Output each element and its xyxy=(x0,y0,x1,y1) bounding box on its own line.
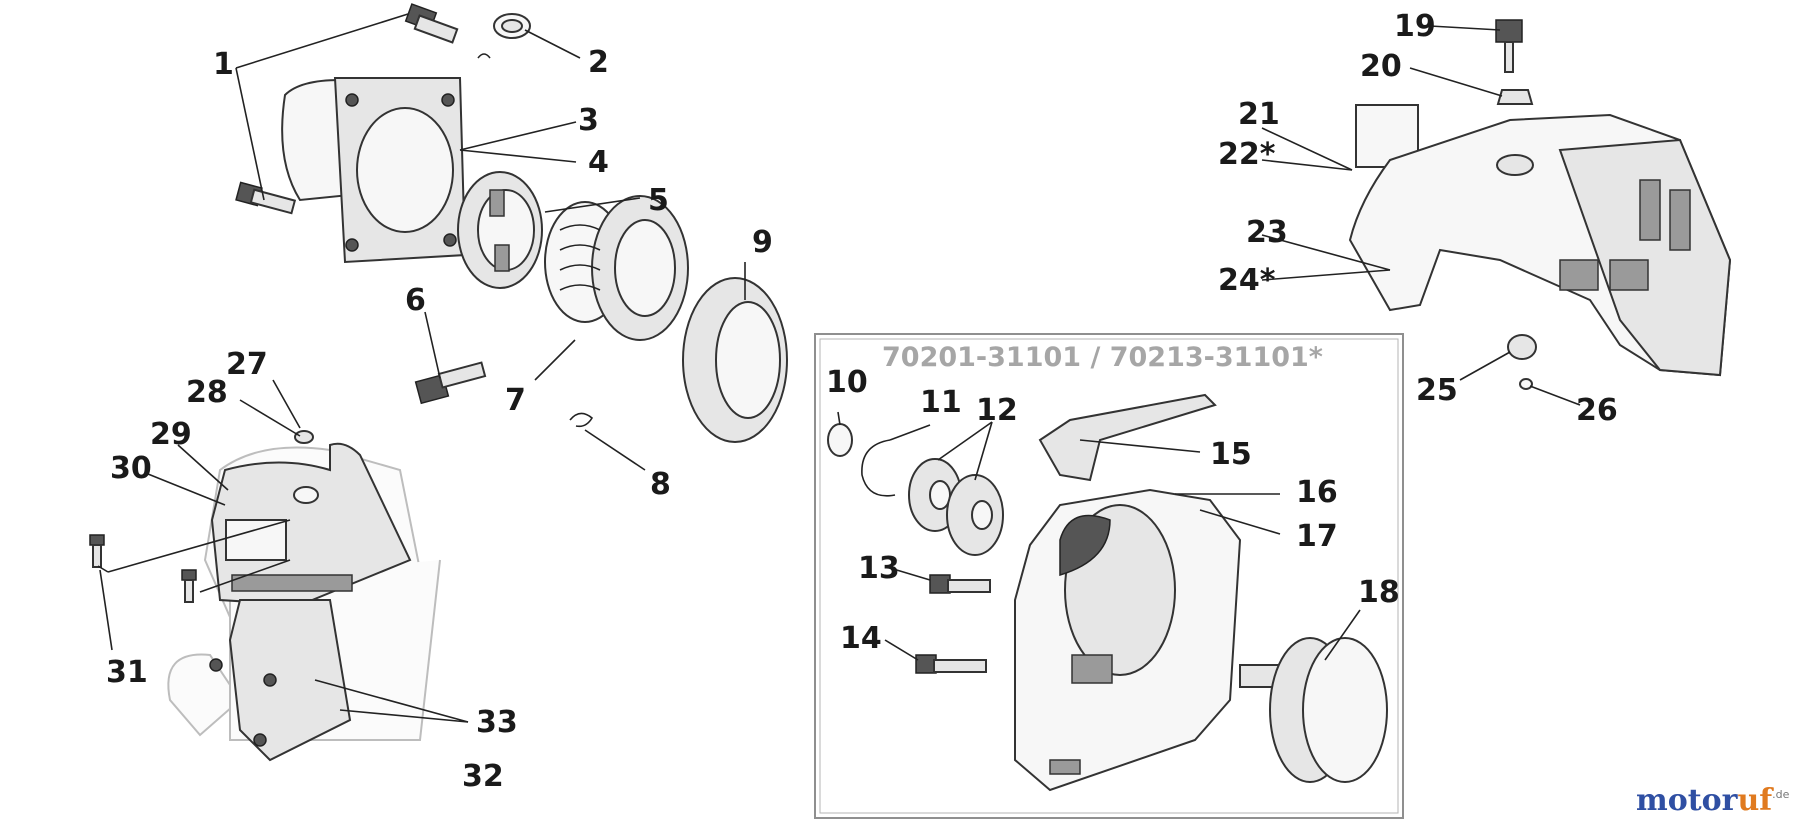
callout-12: 12 xyxy=(976,393,1018,428)
callout-20: 20 xyxy=(1360,49,1402,84)
clutch-drum-18-part xyxy=(1239,637,1388,783)
kit-part-number: 70201-31101 / 70213-31101* xyxy=(882,342,1323,373)
nut-20-part xyxy=(1496,89,1534,105)
callout-18: 18 xyxy=(1358,575,1400,610)
callout-2: 2 xyxy=(588,45,609,80)
parts-kit-frame-inner xyxy=(819,338,1399,814)
watermark-part2: uf xyxy=(1737,783,1774,818)
clutch-shoe-part xyxy=(457,171,543,289)
bolt-top-part xyxy=(404,3,459,44)
ring-26-part xyxy=(1519,378,1533,390)
clutch-housing-part xyxy=(281,77,467,264)
callout-6: 6 xyxy=(405,283,426,318)
clip-8-part xyxy=(569,412,594,428)
callout-31: 31 xyxy=(106,655,148,690)
callout-7: 7 xyxy=(505,383,526,418)
callout-5: 5 xyxy=(648,183,669,218)
callout-19: 19 xyxy=(1394,9,1436,44)
callout-8: 8 xyxy=(650,467,671,502)
watermark-logo: motoruf.de xyxy=(1636,783,1790,818)
callout-23: 23 xyxy=(1246,215,1288,250)
grommet-25-part xyxy=(1507,334,1537,360)
callout-22: 22* xyxy=(1218,137,1276,172)
knob-19-part xyxy=(1495,19,1523,73)
callout-29: 29 xyxy=(150,417,192,452)
clutch-drum-part xyxy=(544,195,689,341)
bracket-15-part xyxy=(1038,393,1217,482)
crankcase-16-part xyxy=(1014,488,1242,792)
top-cover-23-part xyxy=(1348,113,1732,377)
callout-25: 25 xyxy=(1416,373,1458,408)
watermark-part1: motor xyxy=(1636,783,1739,818)
clip-part-2 xyxy=(477,13,531,59)
callout-33: 33 xyxy=(476,705,518,740)
callout-9: 9 xyxy=(752,225,773,260)
rubber-ring-part xyxy=(682,277,788,443)
callout-21: 21 xyxy=(1238,97,1280,132)
grommet-part xyxy=(293,430,319,504)
bearing-12-part xyxy=(908,458,1004,556)
watermark-suffix: .de xyxy=(1772,788,1789,801)
bolt-14-part xyxy=(915,654,987,674)
callout-11: 11 xyxy=(920,385,962,420)
parts-kit-frame xyxy=(814,333,1404,819)
leader-lines xyxy=(97,13,1581,723)
callout-14: 14 xyxy=(840,621,882,656)
small-bolts-part xyxy=(89,534,197,603)
bolt-13-part xyxy=(929,574,991,594)
callout-24: 24* xyxy=(1218,263,1276,298)
callout-1: 1 xyxy=(213,47,234,82)
callout-30: 30 xyxy=(110,451,152,486)
snap-ring-11-part xyxy=(861,439,896,497)
callout-4: 4 xyxy=(588,145,609,180)
callout-26: 26 xyxy=(1576,393,1618,428)
snap-ring-10-part xyxy=(827,423,853,457)
callout-13: 13 xyxy=(858,551,900,586)
callout-27: 27 xyxy=(226,347,268,382)
callout-16: 16 xyxy=(1296,475,1338,510)
bolt-lower-part xyxy=(235,181,297,215)
callout-3: 3 xyxy=(578,103,599,138)
engine-cover-part xyxy=(167,442,441,762)
callout-15: 15 xyxy=(1210,437,1252,472)
bolt-6-part xyxy=(414,361,487,405)
callout-10: 10 xyxy=(826,365,868,400)
callout-17: 17 xyxy=(1296,519,1338,554)
callout-28: 28 xyxy=(186,375,228,410)
callout-32: 32 xyxy=(462,759,504,794)
